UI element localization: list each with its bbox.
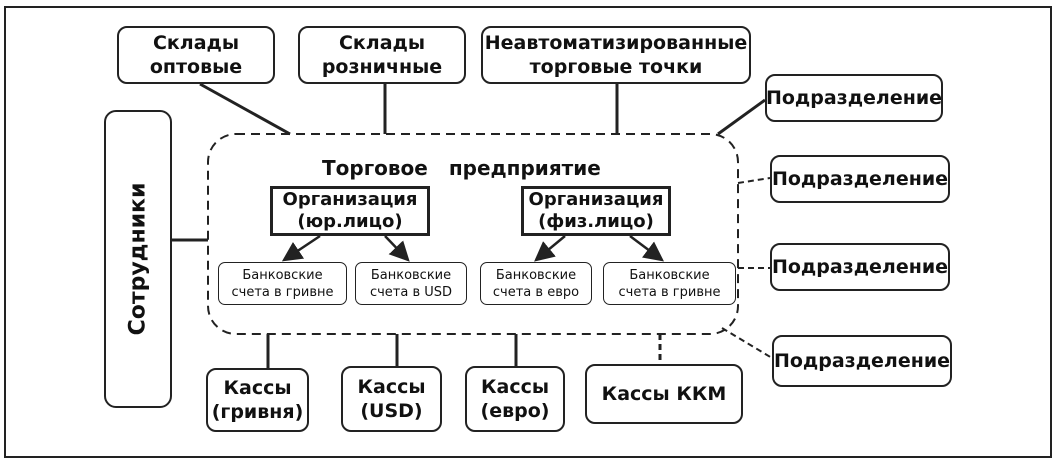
connector-division-2: [737, 177, 771, 184]
division-box-1: Подразделение: [765, 74, 943, 122]
enterprise-title: Торговое предприятие: [322, 156, 601, 180]
division-box-4: Подразделение: [772, 335, 952, 387]
unautomated-outlets-box: Неавтоматизированные торговые точки: [481, 26, 751, 84]
division-box-2: Подразделение: [770, 155, 950, 203]
cash-desk-usd: Кассы (USD): [341, 366, 442, 432]
warehouse-wholesale-box: Склады оптовые: [117, 26, 275, 84]
bank-account-eur: Банковские счета в евро: [480, 262, 592, 305]
diagram-frame: [4, 6, 1052, 458]
arrow-org1-bank1: [281, 234, 321, 262]
bank-account-uah-2: Банковские счета в гривне: [603, 262, 736, 305]
organization-legal-box: Организация (юр.лицо): [270, 186, 430, 236]
bank-account-uah-1: Банковские счета в гривне: [218, 262, 347, 305]
bank-account-usd: Банковские счета в USD: [355, 262, 467, 305]
cash-desk-uah: Кассы (гривня): [206, 368, 309, 432]
connector-division-4: [721, 327, 773, 359]
cash-desk-eur: Кассы (евро): [465, 366, 565, 432]
arrow-org2-bank3: [534, 235, 566, 262]
cash-desk-kkm: Кассы ККМ: [585, 364, 743, 424]
arrow-org1-bank2: [384, 235, 410, 262]
arrow-org2-bank4: [629, 235, 664, 262]
employees-label: Сотрудники: [125, 182, 151, 336]
connector-wholesale: [199, 82, 291, 136]
warehouse-retail-box: Склады розничные: [298, 26, 466, 84]
enterprise-boundary: [207, 133, 739, 335]
connector-division-1: [717, 98, 766, 136]
organization-individual-box: Организация (физ.лицо): [521, 186, 671, 236]
employees-box: Сотрудники: [104, 110, 172, 408]
division-box-3: Подразделение: [770, 243, 950, 291]
